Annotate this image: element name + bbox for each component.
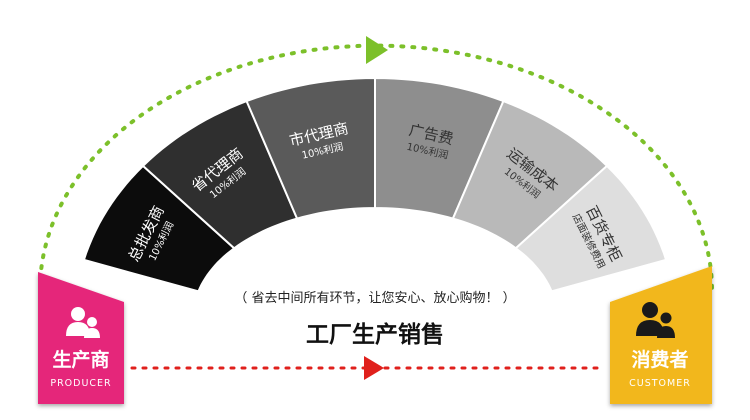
producer-badge <box>38 272 124 404</box>
producer-title: 生产商 <box>52 348 109 371</box>
arch-segments <box>82 76 668 293</box>
producer-subtitle: PRODUCER <box>50 378 111 389</box>
producer-person-icon <box>66 307 100 338</box>
customer-title: 消费者 <box>631 348 688 371</box>
customer-person-icon <box>636 302 675 338</box>
green-dotted-arc <box>38 43 714 292</box>
producer-badge-shape <box>38 272 124 404</box>
main-title: 工厂生产销售 <box>306 321 444 348</box>
green-arrow-icon <box>366 36 388 64</box>
red-arrow-icon <box>364 356 384 380</box>
customer-subtitle: CUSTOMER <box>629 378 691 389</box>
arch-segment <box>514 164 668 293</box>
slogan-text: （ 省去中间所有环节，让您安心、放心购物！ ） <box>234 290 515 306</box>
